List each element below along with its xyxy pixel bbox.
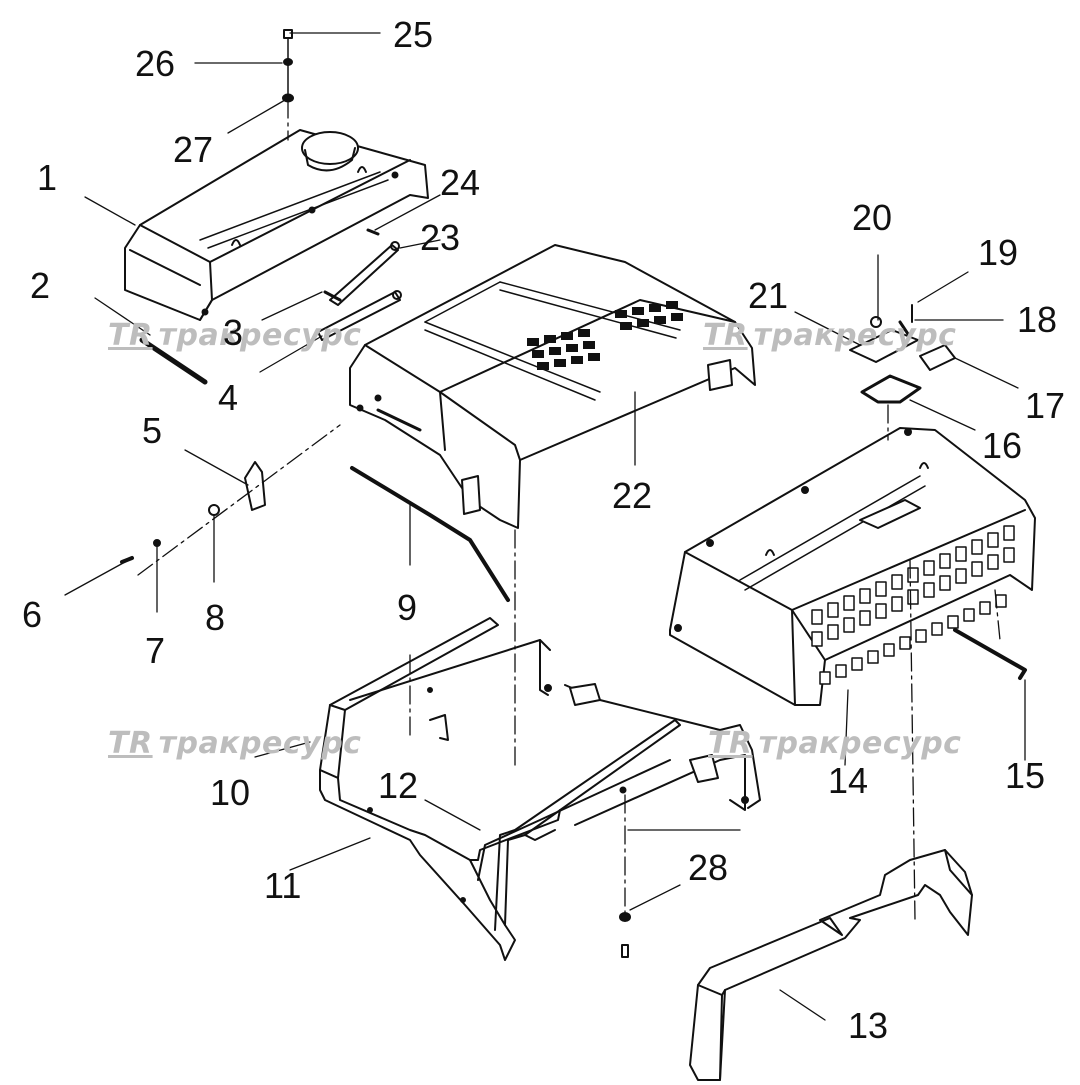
watermark-logo: TR [708, 726, 753, 761]
watermark-logo: TR [108, 726, 153, 761]
watermark-text: тракресурс [753, 318, 957, 353]
callout-10: 10 [210, 772, 251, 813]
parts-16-21-plate-group [849, 304, 956, 404]
callout-8: 8 [205, 597, 226, 638]
watermark-logo: TR [108, 318, 153, 353]
callout-16: 16 [982, 425, 1023, 466]
callout-14: 14 [828, 760, 869, 801]
watermark-logo: TR [703, 318, 748, 353]
assembly-axes [137, 99, 1001, 921]
callout-28: 28 [688, 847, 729, 888]
parts-25-27-hardware [282, 29, 294, 103]
callout-17: 17 [1025, 385, 1066, 426]
parts-3-4-23-24-linkage [317, 228, 402, 341]
leader-lines [64, 32, 1026, 1021]
watermark-text: тракресурс [158, 726, 362, 761]
callout-9: 9 [397, 587, 418, 628]
callout-7: 7 [145, 630, 166, 671]
callout-27: 27 [173, 129, 214, 170]
watermark-text: тракресурс [758, 726, 962, 761]
callout-13: 13 [848, 1005, 889, 1046]
callout-24: 24 [440, 162, 481, 203]
part-9-rod [350, 466, 510, 602]
callout-6: 6 [22, 594, 43, 635]
callout-22: 22 [612, 475, 653, 516]
part-28-hardware [619, 912, 631, 958]
callout-11: 11 [264, 865, 302, 906]
callout-12: 12 [378, 765, 419, 806]
part-14-right-cover [669, 427, 1036, 706]
callout-2: 2 [30, 265, 51, 306]
callout-21: 21 [748, 275, 789, 316]
part-15-rod [953, 628, 1027, 680]
parts-5-8-latch [120, 461, 266, 564]
callout-15: 15 [1005, 755, 1046, 796]
callout-18: 18 [1017, 299, 1058, 340]
callout-23: 23 [420, 217, 461, 258]
callout-25: 25 [393, 14, 434, 55]
callout-4: 4 [218, 377, 239, 418]
part-1-left-cover [124, 129, 429, 321]
callout-19: 19 [978, 232, 1019, 273]
callout-20: 20 [852, 197, 893, 238]
callout-3: 3 [223, 312, 244, 353]
callout-26: 26 [135, 43, 176, 84]
part-2-rod [139, 337, 208, 385]
watermark-text: тракресурс [158, 318, 362, 353]
parts-10-11-12-frame [319, 617, 761, 961]
part-13-base-cover [689, 849, 973, 1081]
callout-1: 1 [37, 157, 58, 198]
part-22-center-hood [349, 244, 756, 529]
callout-5: 5 [142, 410, 163, 451]
